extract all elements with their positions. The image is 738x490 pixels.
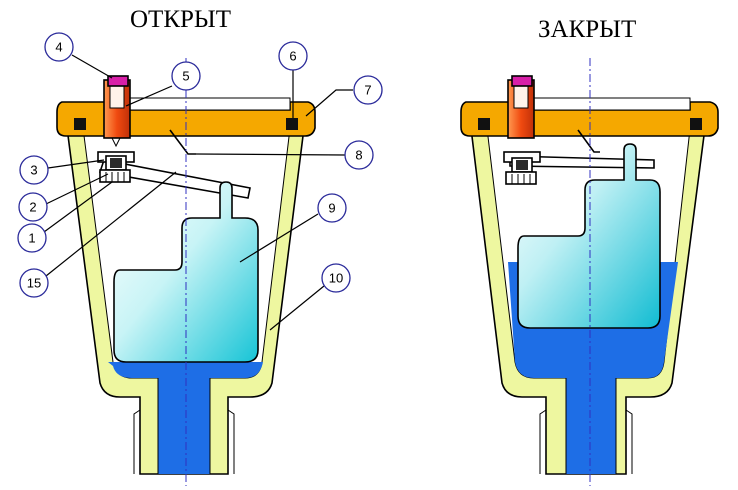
svg-text:5: 5 — [182, 69, 189, 84]
svg-text:15: 15 — [27, 276, 41, 291]
float-closed — [517, 143, 661, 329]
svg-text:3: 3 — [30, 163, 37, 178]
gasket-left-open — [74, 118, 86, 130]
title-closed: ЗАКРЫТ — [538, 16, 636, 43]
svg-text:2: 2 — [29, 200, 36, 215]
callout-7: 7 — [305, 75, 383, 117]
gasket-right-open — [286, 118, 298, 130]
svg-text:10: 10 — [329, 271, 343, 286]
callout-1: 1 — [17, 181, 113, 253]
svg-text:1: 1 — [28, 231, 35, 246]
open-state-assembly — [56, 58, 316, 486]
outlet-water-open — [158, 378, 210, 474]
closed-state-assembly — [460, 58, 719, 486]
callout-6: 6 — [278, 41, 308, 118]
lever-arm-open — [98, 159, 251, 199]
svg-text:7: 7 — [364, 83, 371, 98]
gasket-right-closed — [690, 118, 702, 130]
outlet-water-closed — [566, 378, 616, 474]
title-open: ОТКРЫТ — [130, 6, 231, 33]
callout-5: 5 — [125, 61, 201, 107]
callout-4: 4 — [44, 32, 113, 79]
svg-text:9: 9 — [328, 201, 335, 216]
svg-text:6: 6 — [289, 49, 296, 64]
nozzle-cap-open — [107, 75, 129, 87]
svg-text:4: 4 — [55, 40, 62, 55]
svg-text:8: 8 — [355, 148, 362, 163]
nozzle-cap-closed — [511, 75, 533, 87]
callout-8: 8 — [195, 140, 374, 170]
callout-2: 2 — [18, 173, 109, 222]
gasket-left-closed — [478, 118, 490, 130]
callout-3: 3 — [19, 155, 105, 185]
water-level-open — [108, 362, 263, 378]
callout-10: 10 — [269, 263, 351, 331]
callout-9: 9 — [239, 193, 347, 263]
callout-15: 15 — [19, 171, 177, 298]
